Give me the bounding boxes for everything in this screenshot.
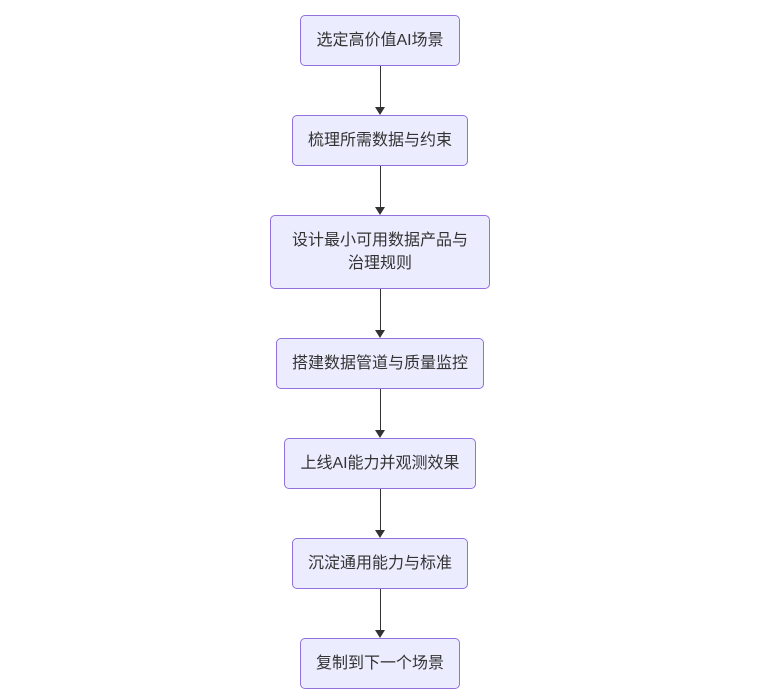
node-launch-ai-observe-results-label: 上线AI能力并观测效果 bbox=[300, 455, 460, 472]
flow-arrow-3 bbox=[375, 289, 385, 338]
node-consolidate-capabilities-standards-label: 沉淀通用能力与标准 bbox=[307, 555, 452, 572]
node-launch-ai-observe-results: 上线AI能力并观测效果 bbox=[284, 438, 476, 489]
node-replicate-next-scenario: 复制到下一个场景 bbox=[299, 638, 460, 689]
arrow-head-icon bbox=[375, 207, 385, 215]
flow-arrow-6 bbox=[375, 589, 385, 638]
node-build-pipeline-monitoring-label: 搭建数据管道与质量监控 bbox=[291, 355, 468, 372]
arrow-line bbox=[379, 289, 381, 331]
arrow-line bbox=[379, 489, 381, 531]
node-organize-data-constraints-label: 梳理所需数据与约束 bbox=[307, 132, 452, 149]
arrow-line bbox=[379, 589, 381, 631]
node-select-ai-scenario-label: 选定高价值AI场景 bbox=[316, 32, 444, 49]
node-select-ai-scenario: 选定高价值AI场景 bbox=[300, 15, 460, 66]
arrow-head-icon bbox=[375, 430, 385, 438]
arrow-head-icon bbox=[375, 530, 385, 538]
node-organize-data-constraints: 梳理所需数据与约束 bbox=[291, 115, 468, 166]
flow-arrow-4 bbox=[375, 389, 385, 438]
arrow-line bbox=[379, 389, 381, 431]
arrow-head-icon bbox=[375, 630, 385, 638]
node-consolidate-capabilities-standards: 沉淀通用能力与标准 bbox=[291, 538, 468, 589]
node-build-pipeline-monitoring: 搭建数据管道与质量监控 bbox=[275, 338, 484, 389]
flow-arrow-2 bbox=[375, 166, 385, 215]
arrow-line bbox=[379, 166, 381, 208]
arrow-line bbox=[379, 66, 381, 108]
flow-arrow-1 bbox=[375, 66, 385, 115]
arrow-head-icon bbox=[375, 107, 385, 115]
node-replicate-next-scenario-label: 复制到下一个场景 bbox=[315, 655, 444, 672]
node-design-mvp-data-product: 设计最小可用数据产品与治理规则 bbox=[270, 215, 490, 289]
node-design-mvp-data-product-label: 设计最小可用数据产品与治理规则 bbox=[291, 232, 468, 272]
flow-arrow-5 bbox=[375, 489, 385, 538]
arrow-head-icon bbox=[375, 330, 385, 338]
